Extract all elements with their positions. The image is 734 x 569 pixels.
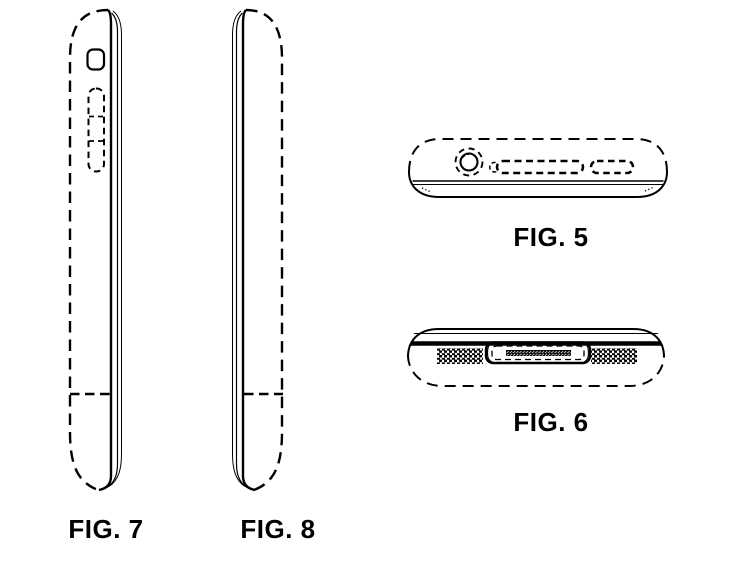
fig8-drawing	[220, 2, 292, 500]
device-edge-profile	[232, 9, 256, 492]
speaker-grille-left	[437, 348, 483, 364]
fig7-label: FIG. 7	[68, 514, 144, 544]
fig8-label: FIG. 8	[240, 514, 316, 544]
device-edge-profile	[98, 9, 122, 492]
speaker-grille-right	[591, 348, 637, 364]
long-vent-slot	[495, 159, 585, 175]
short-vent-slot	[589, 159, 635, 175]
device-side-outline-dashed	[68, 8, 109, 492]
microphone-hole	[489, 161, 498, 173]
fig7-drawing	[58, 2, 136, 500]
edge-band	[408, 171, 668, 198]
dock-connector	[484, 341, 592, 365]
fig6-label: FIG. 6	[513, 407, 589, 437]
mute-switch	[86, 48, 106, 71]
bottom-outline-dashed	[407, 354, 665, 387]
fig5-drawing	[402, 131, 674, 203]
top-outline-dashed	[408, 138, 668, 173]
volume-buttons	[87, 87, 105, 173]
fig6-drawing	[402, 321, 670, 391]
device-side-outline-dashed	[245, 8, 284, 492]
fig5-label: FIG. 5	[513, 222, 589, 252]
camera-lens	[454, 147, 484, 177]
